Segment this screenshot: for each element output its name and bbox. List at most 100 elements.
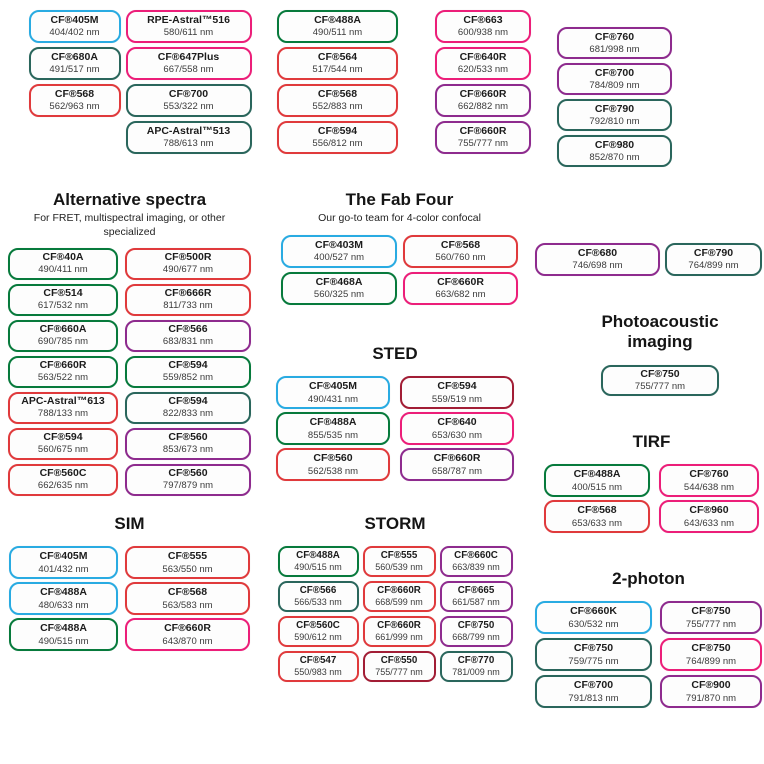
dye-name: CF®960 [689,504,729,517]
dye-name: CF®790 [693,247,734,259]
dye-excitation-emission: 559/852 nm [162,372,214,384]
dye-excitation-emission: 811/733 nm [163,300,213,312]
dye-name: CF®594 [43,431,83,444]
group-title: TIRF [632,432,671,451]
dye-name: CF®660K [570,605,617,618]
dye-name: CF®750 [573,642,614,655]
dye-name: CF®488A [573,468,621,481]
dye-excitation-emission: 490/677 nm [162,264,214,276]
dye-name: CF®594 [437,380,477,393]
dye-name: CF®564 [317,51,358,63]
dye-excitation-emission: 600/938 nm [457,27,509,39]
dye-excitation-emission: 560/760 nm [435,251,486,263]
dye-excitation-emission: 662/882 nm [457,101,509,113]
dye-excitation-emission: 560/539 nm [375,562,423,573]
dye-excitation-emission: 797/879 nm [162,480,214,492]
dye-name: CF®560 [313,452,353,465]
dye-name: CF®560 [168,467,208,480]
dye-name: CF®640R [459,51,507,63]
dye-excitation-emission: 400/527 nm [313,251,365,263]
dye-name: CF®680A [51,51,98,63]
dye-name: CF®594 [168,395,208,408]
group-subtitle: Our go-to team for 4-color confocal [318,212,481,225]
dye-excitation-emission: 667/558 nm [163,64,214,76]
dye-excitation-emission: 404/402 nm [49,27,100,39]
group-title: Alternative spectra [52,190,207,209]
dye-excitation-emission: 853/673 nm [162,444,214,456]
dye-excitation-emission: 792/810 nm [589,115,640,127]
dye-excitation-emission: 681/998 nm [589,43,640,55]
dye-excitation-emission: 562/538 nm [307,465,359,477]
dye-excitation-emission: 563/522 nm [37,372,89,384]
dye-excitation-emission: 490/511 nm [312,27,363,39]
dye-name: CF®790 [594,102,635,115]
dye-excitation-emission: 630/532 nm [568,618,619,630]
dye-excitation-emission: 663/682 nm [435,288,486,300]
dye-name: CF®568 [317,88,358,100]
dye-name: CF®750 [457,620,495,632]
dye-excitation-emission: 663/839 nm [452,562,500,573]
dye-name: APC-Astral™613 [21,395,105,408]
dye-name: CF®700 [594,66,635,79]
dye-name: CF®568 [577,504,617,517]
dye-excitation-emission: 788/133 nm [37,408,89,420]
dye-name: CF®665 [457,585,495,597]
dye-excitation-emission: 490/515 nm [38,635,89,647]
dye-name: CF®900 [691,679,731,692]
dye-name: CF®700 [573,679,614,692]
dye-name: CF®405M [39,550,88,563]
dye-name: CF®647Plus [157,51,220,63]
dye-name: CF®770 [457,655,495,667]
dye-name: CF®700 [168,88,209,100]
dye-excitation-emission: 653/633 nm [571,517,623,529]
dye-name: CF®663 [463,14,503,26]
dye-name: CF®660R [459,88,507,100]
dye-name: CF®680 [577,247,618,259]
dye-name: APC-Astral™513 [146,125,231,137]
dye-name: CF®560C [296,620,340,632]
dye-excitation-emission: 553/322 nm [163,101,214,113]
group-title: 2-photon [612,569,685,588]
group-alt-spectra: Alternative spectra For FRET, multispect… [8,190,251,496]
dye-name: CF®640 [437,416,477,429]
